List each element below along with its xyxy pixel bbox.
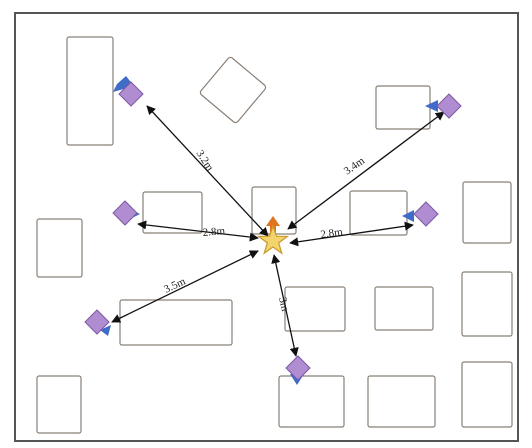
furniture-block — [278, 375, 345, 428]
purple-diamond-node-icon — [112, 200, 138, 226]
pointer-icon — [113, 76, 134, 92]
furniture-block — [461, 361, 513, 428]
node-top-left — [113, 76, 144, 107]
node-bottom — [285, 355, 311, 385]
distance-label-bottom: 3m — [276, 296, 291, 313]
distance-link-lower-left — [111, 250, 259, 323]
node-left — [112, 200, 140, 226]
node-top-right — [425, 93, 462, 119]
furniture-block — [36, 375, 82, 434]
node-lower-left — [84, 309, 111, 336]
furniture-block — [374, 286, 434, 331]
star-icon — [256, 224, 290, 255]
node-right — [402, 201, 439, 227]
furniture-block — [462, 181, 512, 244]
furniture-block — [461, 271, 513, 337]
purple-diamond-node-icon — [84, 309, 110, 335]
pointer-icon — [425, 100, 438, 112]
distance-links — [111, 105, 445, 357]
distance-label-right: 2.8m — [320, 226, 344, 241]
purple-diamond-node-icon — [413, 201, 439, 227]
furniture-block — [66, 36, 114, 146]
pointer-icon — [402, 210, 414, 222]
furniture-block — [349, 190, 408, 236]
furniture-block — [142, 191, 203, 234]
purple-diamond-node-icon — [285, 355, 311, 381]
furniture-block — [119, 299, 233, 346]
furniture-block — [375, 85, 431, 130]
distance-link-right — [289, 221, 414, 247]
pointer-icon — [100, 325, 111, 336]
distance-link-top-right — [287, 111, 445, 230]
distance-link-top-left — [146, 105, 269, 237]
furniture-block — [367, 375, 436, 428]
distance-link-bottom — [271, 254, 299, 357]
furniture-block — [284, 286, 346, 332]
purple-diamond-node-icon — [118, 81, 144, 107]
furniture-block — [36, 218, 83, 278]
distance-link-left — [137, 220, 259, 242]
distance-label-left: 2.8m — [202, 225, 226, 239]
purple-diamond-node-icon — [436, 93, 462, 119]
center-position — [256, 216, 290, 255]
